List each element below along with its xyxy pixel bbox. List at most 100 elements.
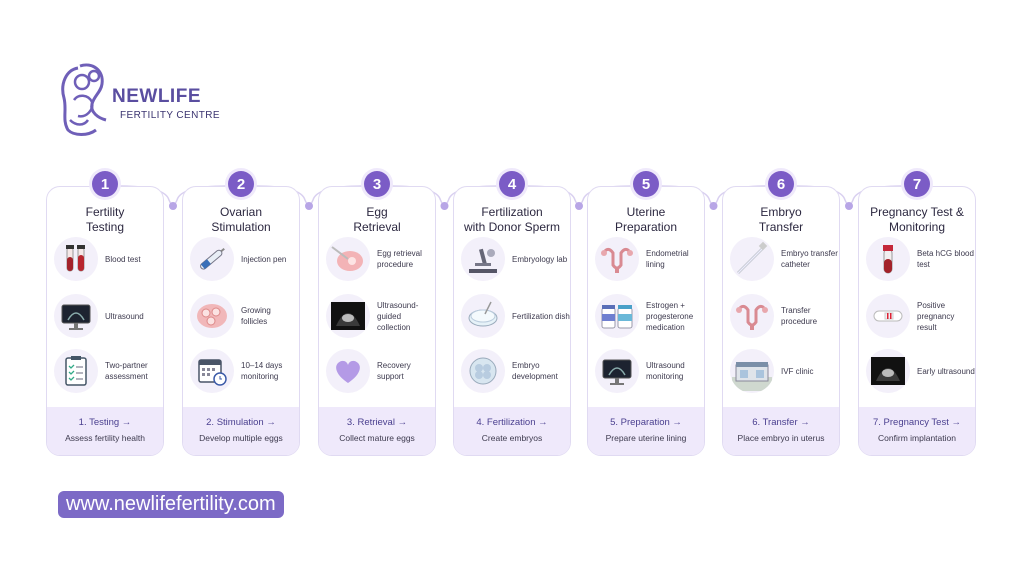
step-title-line: Fertilization bbox=[458, 205, 566, 220]
embryo-icon bbox=[461, 349, 505, 393]
blood-tube-icon bbox=[866, 237, 910, 281]
heart-icon bbox=[326, 349, 370, 393]
step-footer-subtitle: Collect mature eggs bbox=[319, 433, 435, 443]
step-item-label: 10–14 days monitoring bbox=[241, 347, 299, 395]
step-title-line: Testing bbox=[51, 220, 159, 235]
step-title-line: Stimulation bbox=[187, 220, 295, 235]
step-item: Transfer procedure bbox=[728, 292, 836, 340]
step-number-badge: 1 bbox=[92, 171, 118, 197]
step-item: Beta hCG blood test bbox=[864, 235, 972, 283]
step-item-label: Growing follicles bbox=[241, 292, 299, 340]
step-item-label: Blood test bbox=[105, 235, 163, 283]
step-footer-subtitle: Create embryos bbox=[454, 433, 570, 443]
ultrasound-monitor-icon bbox=[595, 349, 639, 393]
step-title-line: Uterine bbox=[592, 205, 700, 220]
step-footer-title: 7. Pregnancy Test → bbox=[859, 417, 975, 428]
step-footer-subtitle: Place embryo in uterus bbox=[723, 433, 839, 443]
step-item: Embryo transfer catheter bbox=[728, 235, 836, 283]
connector-dot bbox=[169, 202, 177, 210]
step-number-badge: 7 bbox=[904, 171, 930, 197]
step-number-badge: 2 bbox=[228, 171, 254, 197]
step-title-line: Embryo bbox=[727, 205, 835, 220]
step-footer-title: 3. Retrieval → bbox=[319, 417, 435, 428]
uterus-icon bbox=[730, 294, 774, 338]
step-item: Two-partner assessment bbox=[52, 347, 160, 395]
connector-dot bbox=[441, 202, 449, 210]
step-item-label: Embryology lab bbox=[512, 235, 570, 283]
brand-name: NEWLIFE bbox=[112, 86, 201, 108]
brand-subtitle: FERTILITY CENTRE bbox=[120, 110, 220, 121]
step-footer-title: 5. Preparation → bbox=[588, 417, 704, 428]
step-item: Growing follicles bbox=[188, 292, 296, 340]
step-footer: 5. Preparation → Prepare uterine lining bbox=[588, 407, 704, 455]
step-number-badge: 5 bbox=[633, 171, 659, 197]
step-footer: 6. Transfer →Place embryo in uterus bbox=[723, 407, 839, 455]
step-item: 10–14 days monitoring bbox=[188, 347, 296, 395]
step-item-label: Transfer procedure bbox=[781, 292, 839, 340]
step-footer-subtitle: Confirm implantation bbox=[859, 433, 975, 443]
step-footer: 4. Fertilization → Create embryos bbox=[454, 407, 570, 455]
step-item: IVF clinic bbox=[728, 347, 836, 395]
step-item-label: Recovery support bbox=[377, 347, 435, 395]
step-footer-title: 2. Stimulation → bbox=[183, 417, 299, 428]
connector-dot bbox=[845, 202, 853, 210]
step-item-label: Injection pen bbox=[241, 235, 299, 283]
clinic-building-icon bbox=[730, 349, 774, 393]
step-item-label: Ultrasound-guided collection bbox=[377, 292, 435, 340]
step-item: Injection pen bbox=[188, 235, 296, 283]
microscope-icon bbox=[461, 237, 505, 281]
step-title-line: Transfer bbox=[727, 220, 835, 235]
step-number-badge: 4 bbox=[499, 171, 525, 197]
pregnancy-test-icon bbox=[866, 294, 910, 338]
blood-test-icon bbox=[54, 237, 98, 281]
clipboard-icon bbox=[54, 349, 98, 393]
step-footer: 1. Testing →Assess fertility health bbox=[47, 407, 163, 455]
step-item-label: Ultrasound bbox=[105, 292, 163, 340]
step-item: Embryology lab bbox=[459, 235, 567, 283]
step-item-label: Fertilization dish bbox=[512, 292, 570, 340]
step-item: Estrogen + progesterone medication bbox=[593, 292, 701, 340]
step-item: Blood test bbox=[52, 235, 160, 283]
step-title-line: Preparation bbox=[592, 220, 700, 235]
step-footer-subtitle: Develop multiple eggs bbox=[183, 433, 299, 443]
step-title-line: Pregnancy Test & bbox=[863, 205, 971, 220]
catheter-icon bbox=[730, 237, 774, 281]
step-footer-title: 4. Fertilization → bbox=[454, 417, 570, 428]
ultrasound-monitor-icon bbox=[54, 294, 98, 338]
step-footer-subtitle: Prepare uterine lining bbox=[588, 433, 704, 443]
step-item: Ultrasound monitoring bbox=[593, 347, 701, 395]
website-link[interactable]: www.newlifefertility.com bbox=[58, 491, 284, 518]
step-number-badge: 6 bbox=[768, 171, 794, 197]
injection-pen-icon bbox=[190, 237, 234, 281]
step-title-line: Egg bbox=[323, 205, 431, 220]
step-item: Endometrial lining bbox=[593, 235, 701, 283]
step-item-label: Estrogen + progesterone medication bbox=[646, 292, 704, 340]
connector-dot bbox=[305, 202, 313, 210]
step-footer: 3. Retrieval → Collect mature eggs bbox=[319, 407, 435, 455]
step-item-label: Two-partner assessment bbox=[105, 347, 163, 395]
step-item: Ultrasound-guided collection bbox=[324, 292, 432, 340]
calendar-icon bbox=[190, 349, 234, 393]
connector-dot bbox=[575, 202, 583, 210]
step-title-line: Retrieval bbox=[323, 220, 431, 235]
step-title-line: with Donor Sperm bbox=[458, 220, 566, 235]
step-item-label: Beta hCG blood test bbox=[917, 235, 975, 283]
uterus-icon bbox=[595, 237, 639, 281]
step-item: Recovery support bbox=[324, 347, 432, 395]
step-item: Fertilization dish bbox=[459, 292, 567, 340]
step-item-label: Embryo development bbox=[512, 347, 570, 395]
follicles-icon bbox=[190, 294, 234, 338]
ultrasound-scan-icon bbox=[326, 294, 370, 338]
step-title-line: Fertility bbox=[51, 205, 159, 220]
medication-bottles-icon bbox=[595, 294, 639, 338]
step-item-label: Early ultrasound bbox=[917, 347, 975, 395]
step-item: Ultrasound bbox=[52, 292, 160, 340]
step-item: Early ultrasound bbox=[864, 347, 972, 395]
